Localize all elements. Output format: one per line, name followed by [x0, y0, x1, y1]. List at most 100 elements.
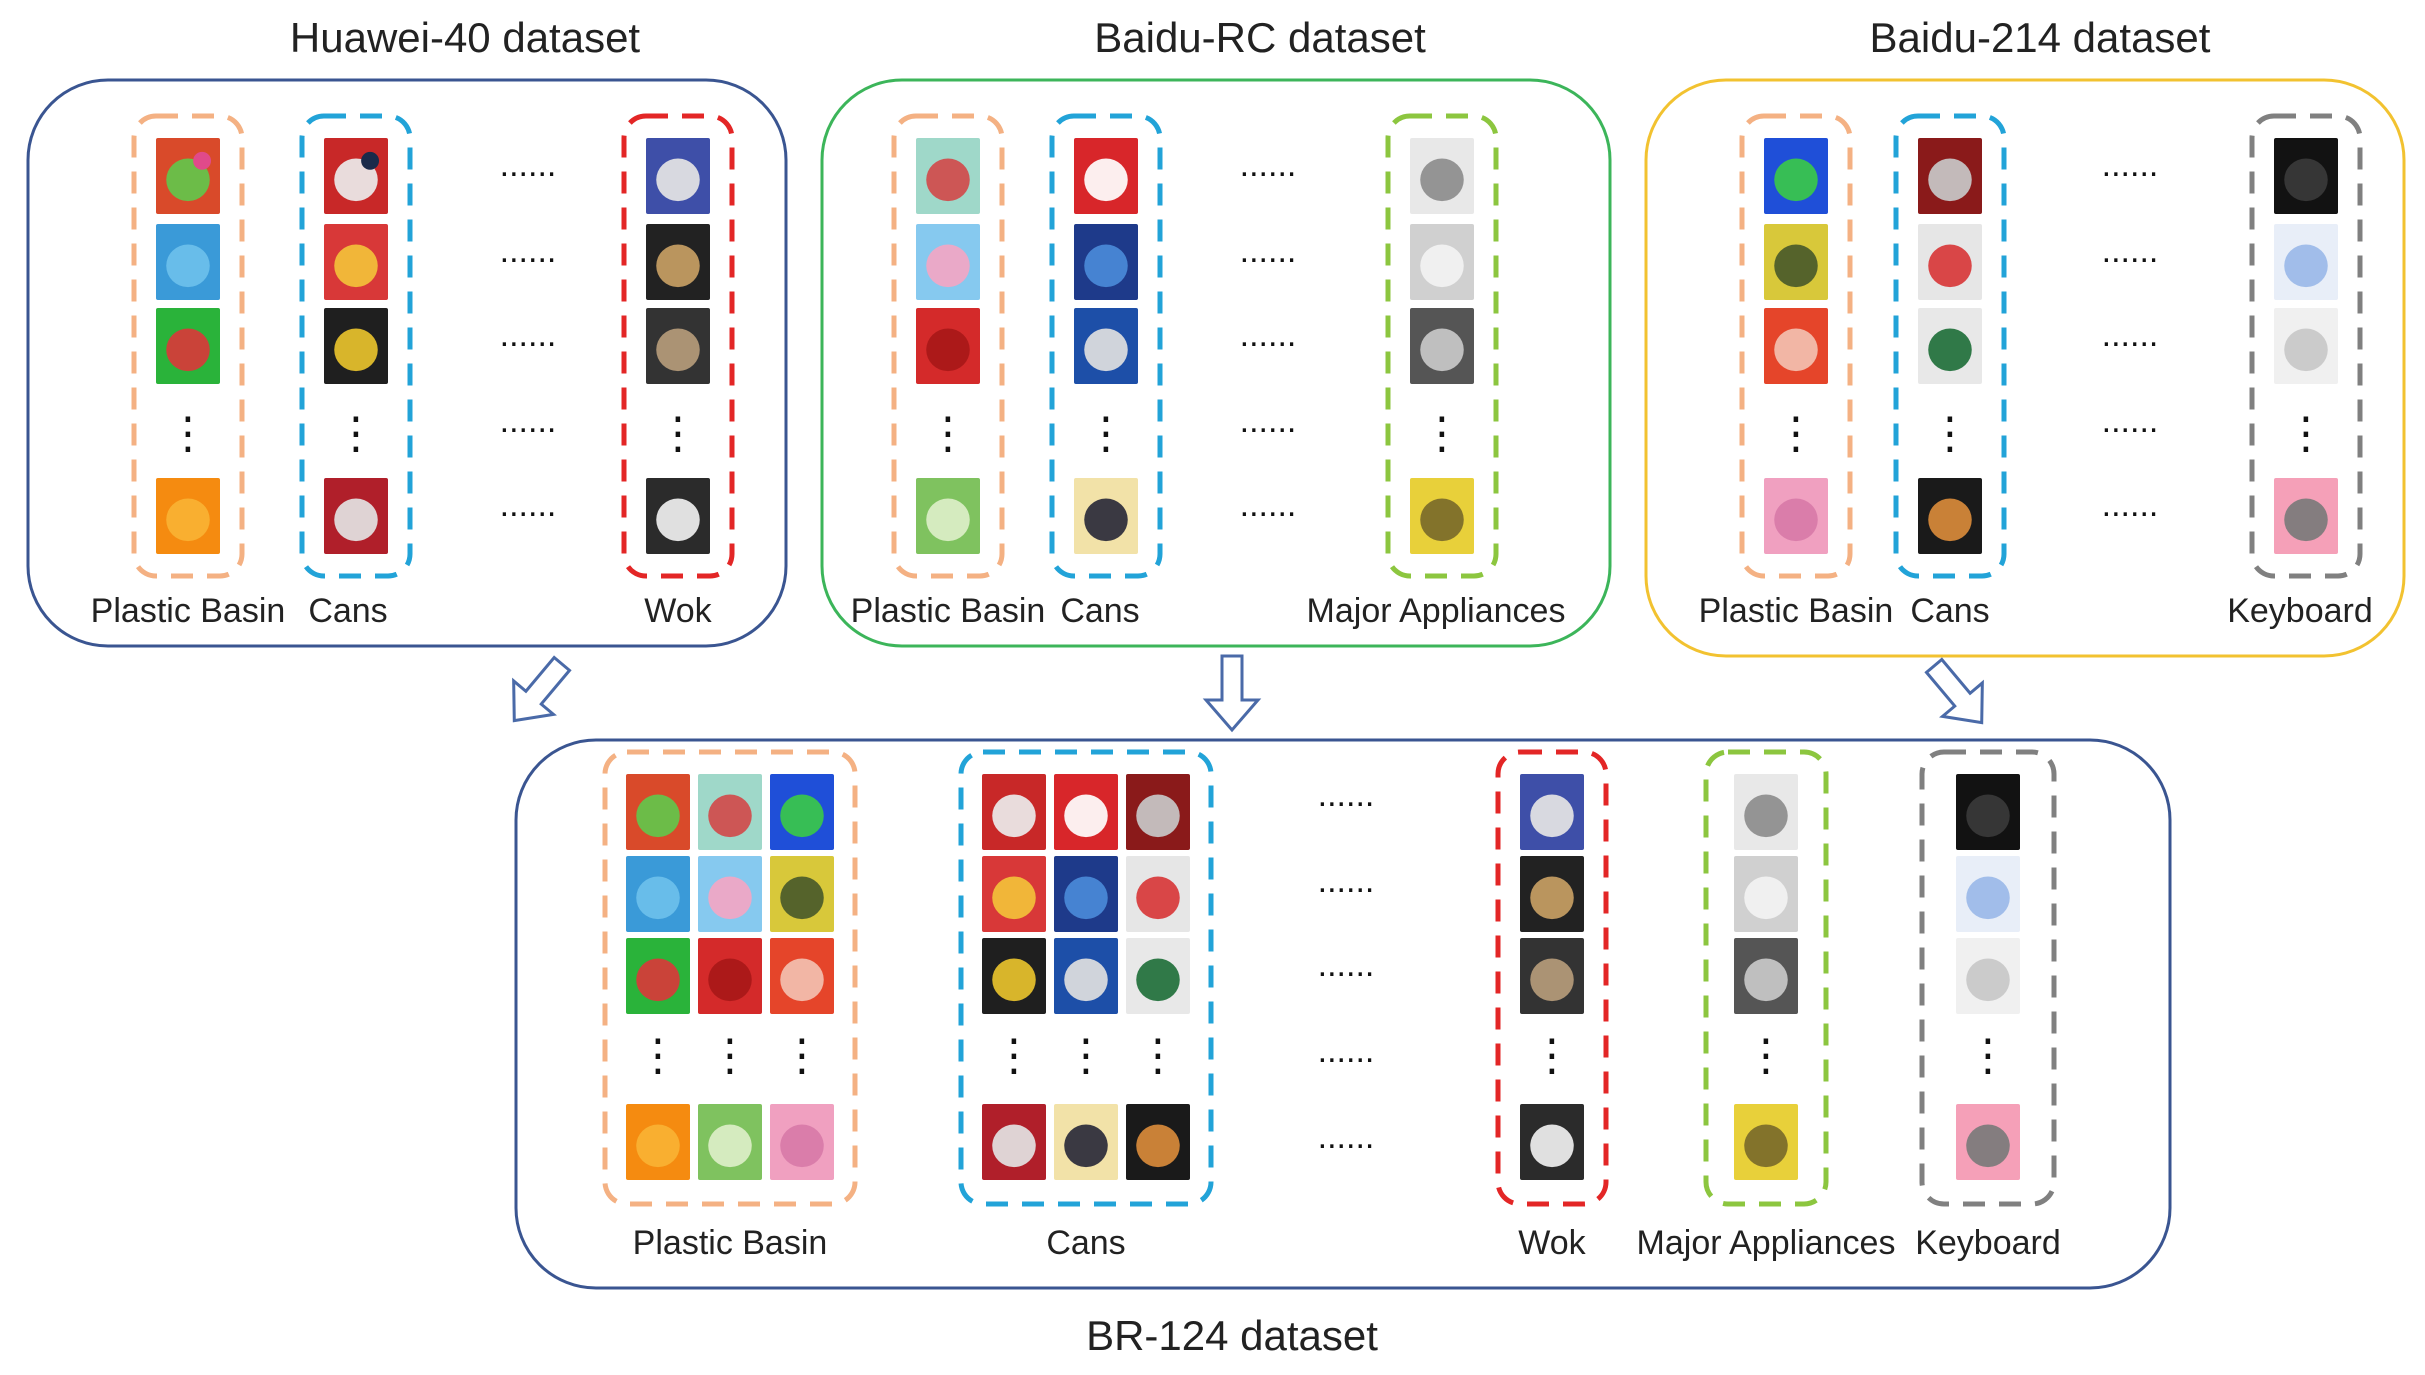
- arrow-baiducrc-to-br124: [1202, 654, 1262, 733]
- baidu-214-label-0: Plastic Basin: [1699, 592, 1894, 630]
- br124-col-1-thumb-2-0: [982, 938, 1046, 1014]
- br124-col-0-vdots-0: ⋮: [636, 1031, 680, 1080]
- baidu-214-col-0-thumb-0: [1764, 138, 1828, 214]
- huawei-col-2-thumb-1: [646, 224, 710, 300]
- huawei-col-1-thumb-0: [324, 138, 388, 214]
- baidu-rc-col-0-thumb-2: [916, 308, 980, 384]
- br124-col-0-vdots-1: ⋮: [708, 1031, 752, 1080]
- baidu-214-column-2-box: [2249, 113, 2363, 579]
- baidu-rc-col-1-vdots: ⋮: [1084, 409, 1128, 458]
- arrow-baidu214-to-br124: [1924, 657, 1984, 725]
- br124-col-2-thumb-2-0: [1520, 938, 1584, 1014]
- baidu-rc-label-0: Plastic Basin: [851, 592, 1046, 630]
- huawei-col-0-thumb-4: [156, 478, 220, 554]
- br124-column-3-box: [1703, 749, 1829, 1207]
- br124-col-1-thumb-2-1: [1054, 938, 1118, 1014]
- br124-col-1-thumb-4-1: [1054, 1104, 1118, 1180]
- baidu-rc-col-2-thumb-2: [1410, 308, 1474, 384]
- baidu-rc-col-0-thumb-1: [916, 224, 980, 300]
- ellipsis-4: ......: [2102, 486, 2159, 524]
- huawei-40-panel: [26, 78, 788, 648]
- baidu-214-label-2: Keyboard: [2227, 592, 2373, 630]
- br124-col-2-vdots-0: ⋮: [1530, 1031, 1574, 1080]
- br124-col-1-thumb-4-2: [1126, 1104, 1190, 1180]
- ellipsis-3: ......: [500, 402, 557, 440]
- baidu-214-col-2-thumb-0: [2274, 138, 2338, 214]
- ellipsis-2: ......: [1318, 946, 1375, 984]
- br124-col-3-thumb-2-0: [1734, 938, 1798, 1014]
- baidu-rc-label-2: Major Appliances: [1307, 592, 1566, 630]
- ellipsis-4: ......: [1240, 486, 1297, 524]
- br124-col-1-thumb-1-1: [1054, 856, 1118, 932]
- br124-column-1-box: [958, 749, 1214, 1207]
- br124-column-0-box: [602, 749, 858, 1207]
- ellipsis-0: ......: [1240, 146, 1297, 184]
- baidu-rc-col-1-thumb-4: [1074, 478, 1138, 554]
- br124-col-2-thumb-0-0: [1520, 774, 1584, 850]
- baidu-214-col-1-vdots: ⋮: [1928, 409, 1972, 458]
- ellipsis-0: ......: [1318, 776, 1375, 814]
- br124-col-0-thumb-0-1: [698, 774, 762, 850]
- baidu-rc-title: Baidu-RC dataset: [1094, 14, 1426, 61]
- br124-col-4-thumb-4-0: [1956, 1104, 2020, 1180]
- br124-col-4-thumb-2-0: [1956, 938, 2020, 1014]
- br124-col-0-thumb-0-0: [626, 774, 690, 850]
- baidu-rc-column-1-box: [1049, 113, 1163, 579]
- ellipsis-0: ......: [500, 146, 557, 184]
- baidu-214-col-2-thumb-2: [2274, 308, 2338, 384]
- baidu-rc-col-2-thumb-1: [1410, 224, 1474, 300]
- baidu-214-col-2-thumb-4: [2274, 478, 2338, 554]
- br124-col-1-thumb-1-0: [982, 856, 1046, 932]
- br124-col-3-vdots-0: ⋮: [1744, 1031, 1788, 1080]
- ellipsis-2: ......: [1240, 316, 1297, 354]
- br-124-title: BR-124 dataset: [1086, 1312, 1378, 1359]
- br124-col-4-vdots-0: ⋮: [1966, 1031, 2010, 1080]
- baidu-rc-col-0-thumb-0: [916, 138, 980, 214]
- baidu-214-title: Baidu-214 dataset: [1870, 14, 2211, 61]
- huawei-col-0-thumb-1: [156, 224, 220, 300]
- ellipsis-3: ......: [2102, 402, 2159, 440]
- ellipsis-1: ......: [2102, 232, 2159, 270]
- ellipsis-4: ......: [500, 486, 557, 524]
- arrow-huawei-to-br124: [512, 655, 572, 723]
- huawei-col-2-thumb-0: [646, 138, 710, 214]
- br124-label-4: Keyboard: [1915, 1224, 2061, 1262]
- ellipsis-2: ......: [2102, 316, 2159, 354]
- ellipsis-1: ......: [500, 232, 557, 270]
- huawei-column-2-box: [621, 113, 735, 579]
- br124-col-0-thumb-2-2: [770, 938, 834, 1014]
- br124-column-4-box: [1919, 749, 2057, 1207]
- br124-col-3-thumb-0-0: [1734, 774, 1798, 850]
- br124-col-0-thumb-1-1: [698, 856, 762, 932]
- br124-col-1-thumb-1-2: [1126, 856, 1190, 932]
- baidu-214-column-0-box: [1739, 113, 1853, 579]
- ellipsis-3: ......: [1240, 402, 1297, 440]
- br124-col-1-thumb-4-0: [982, 1104, 1046, 1180]
- huawei-col-0-vdots: ⋮: [166, 409, 210, 458]
- br124-label-1: Cans: [1046, 1224, 1125, 1262]
- ellipsis-3: ......: [1318, 1032, 1375, 1070]
- br124-col-1-thumb-0-0: [982, 774, 1046, 850]
- br124-col-0-thumb-2-1: [698, 938, 762, 1014]
- br124-col-2-thumb-4-0: [1520, 1104, 1584, 1180]
- baidu-214-column-1-box: [1893, 113, 2007, 579]
- ellipsis-4: ......: [1318, 1118, 1375, 1156]
- br124-col-1-vdots-0: ⋮: [992, 1031, 1036, 1080]
- br124-col-1-thumb-0-2: [1126, 774, 1190, 850]
- huawei-col-0-thumb-2: [156, 308, 220, 384]
- huawei-col-2-thumb-2: [646, 308, 710, 384]
- baidu-rc-column-2-box: [1385, 113, 1499, 579]
- br124-label-3: Major Appliances: [1637, 1224, 1896, 1262]
- huawei-label-2: Wok: [644, 592, 712, 630]
- br124-col-0-thumb-0-2: [770, 774, 834, 850]
- baidu-rc-col-0-thumb-4: [916, 478, 980, 554]
- baidu-214-label-1: Cans: [1910, 592, 1989, 630]
- ellipsis-0: ......: [2102, 146, 2159, 184]
- huawei-label-1: Cans: [308, 592, 387, 630]
- br124-col-1-thumb-0-1: [1054, 774, 1118, 850]
- baidu-214-col-1-thumb-1: [1918, 224, 1982, 300]
- baidu-214-col-0-vdots: ⋮: [1774, 409, 1818, 458]
- br124-col-3-thumb-1-0: [1734, 856, 1798, 932]
- baidu-rc-panel: [820, 78, 1612, 648]
- br124-label-0: Plastic Basin: [633, 1224, 828, 1262]
